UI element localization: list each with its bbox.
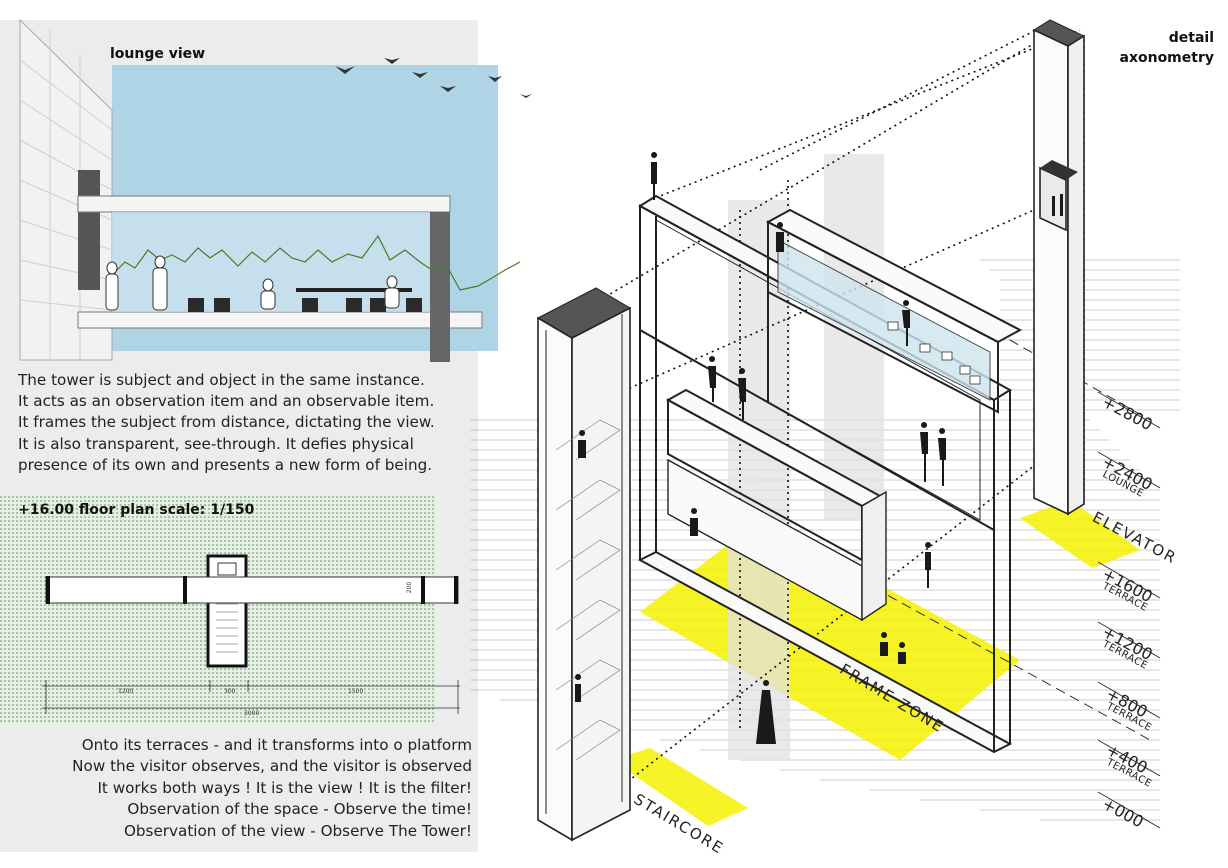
axo-people — [575, 152, 1063, 744]
elevator-tower — [1032, 19, 1086, 516]
axonometry-title-line2: axonometry — [1119, 50, 1215, 66]
guide-line — [859, 579, 1151, 741]
lounge-cubes — [887, 321, 981, 385]
lounge-view-title: lounge view — [110, 46, 206, 62]
description-line: Observation of the space - Observe the t… — [127, 800, 472, 819]
plan-dim-3: 1500 — [348, 688, 364, 695]
description-line: Observation of the view - Observe The To… — [123, 821, 472, 840]
plan-walls — [46, 576, 458, 604]
axonometry-title-line1: detail — [1168, 30, 1214, 46]
elevator-zone-area — [1020, 500, 1140, 568]
plan-stairs — [216, 603, 238, 653]
birds — [335, 58, 532, 98]
plan-dimensions — [42, 680, 460, 714]
bench — [296, 288, 412, 292]
description-line: The tower is subject and object in the s… — [18, 371, 425, 389]
description-line: It works both ways ! It is the view ! It… — [97, 778, 472, 797]
lounge-column — [430, 212, 450, 362]
level-ticks — [1097, 391, 1161, 829]
lounge-box — [765, 208, 1023, 414]
vegetation-line — [111, 234, 521, 291]
description-line: presence of its own and presents a new f… — [18, 455, 433, 474]
plan-core — [206, 554, 248, 668]
description-line: It is also transparent, see-through. It … — [18, 434, 414, 453]
description-paragraph-2: Onto its terraces - and it transforms in… — [10, 735, 472, 842]
lounge-people — [105, 255, 400, 311]
floor-plan-title: +16.00 floor plan scale: 1/150 — [18, 502, 255, 518]
plan-dim-2: 300 — [224, 688, 236, 695]
description-line: It frames the subject from distance, dic… — [18, 413, 435, 432]
description-paragraph-1: The tower is subject and object in the s… — [18, 370, 478, 476]
lounge-seats — [188, 298, 422, 312]
axonometry-title: detail axonometry — [1120, 28, 1215, 68]
terrace-boxes — [665, 388, 887, 622]
description-line: Onto its terraces - and it transforms in… — [81, 736, 472, 754]
description-line: Now the visitor observes, and the visito… — [72, 757, 472, 776]
description-line: It acts as an observation item and an ob… — [18, 392, 435, 411]
stair-tower — [536, 287, 632, 842]
staircore-zone-area — [612, 748, 748, 826]
plan-dim-1: 1200 — [118, 688, 134, 695]
plan-dim-total: 3000 — [244, 710, 260, 717]
plan-elevator — [217, 562, 237, 576]
plan-slab — [45, 576, 459, 604]
